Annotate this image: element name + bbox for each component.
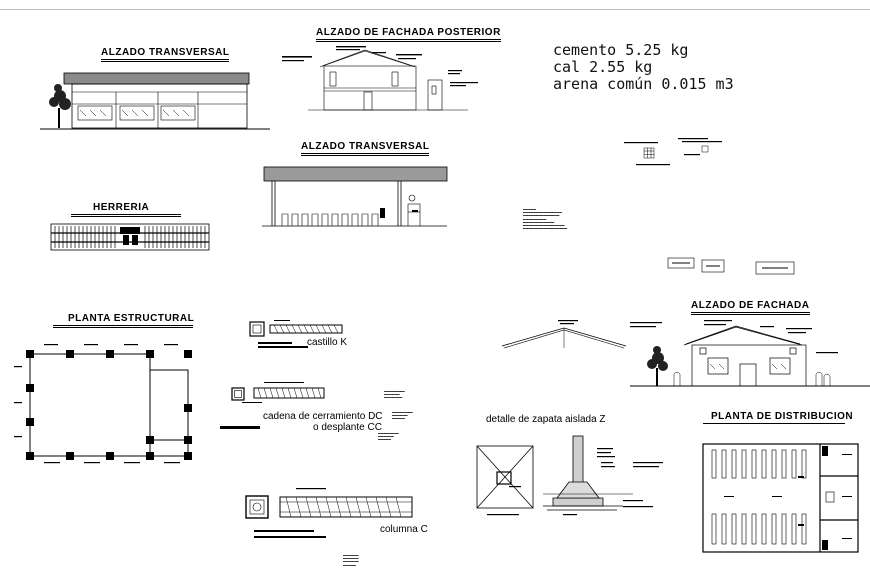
note-columna: ▬▬▬▬▬▬▬▬▬▬▬▬▬▬▬▬▬▬▬▬▬▬▬ [343,554,359,567]
drawing-planta-estructural [14,344,192,464]
label-castillo: castillo K [307,337,348,348]
underline [316,41,501,42]
drawing-small-boxes [667,257,795,275]
drawing-columna [245,488,413,538]
underline [316,39,501,40]
drawing-zapata [476,435,663,516]
drawing-tabique-detail [624,138,722,166]
label-columna: columna C [380,524,428,535]
materials-list: cemento 5.25 kg cal 2.55 kg arena común … [553,42,734,93]
title-text: ALZADO TRANSVERSAL [301,141,430,152]
note-center: ▬▬▬▬▬▬▬▬▬▬▬▬▬▬▬▬▬▬▬▬▬▬▬▬▬▬▬▬▬▬▬▬▬▬▬▬▬▬▬▬… [523,208,568,231]
note-cadena-2: ▬▬▬▬▬▬▬▬▬▬▬▬▬▬▬▬▬▬▬ [392,411,413,421]
underline [691,314,810,315]
label-cadena-1: cadena de cerramiento DC [263,411,383,422]
material-arena: arena común 0.015 m3 [553,75,734,93]
title-text: ALZADO TRANSVERSAL [101,47,230,58]
title-alzado-fachada-posterior: ALZADO DE FACHADA POSTERIOR [316,27,501,42]
drawing-castillo [249,320,343,348]
underline [301,155,430,156]
title-text: PLANTA DE DISTRIBUCION [711,411,854,422]
underline [101,61,230,62]
drawing-planta-distribucion [702,443,859,553]
underline [71,216,181,217]
note-cadena-3: ▬▬▬▬▬▬▬▬▬▬▬▬▬▬▬▬▬▬▬ [378,432,399,442]
underline [101,59,230,60]
underline [703,423,845,424]
note-cadena-1: ▬▬▬▬▬▬▬▬▬▬▬▬▬▬▬▬▬▬▬▬▬ [384,390,405,400]
drawing-alzado-fachada [630,320,870,387]
title-alzado-transversal-1: ALZADO TRANSVERSAL [101,47,230,62]
underline [301,153,430,154]
title-planta-estructural: PLANTA ESTRUCTURAL [53,313,195,328]
underline [691,312,810,313]
label-zapata: detalle de zapata aislada Z [486,414,606,425]
title-alzado-fachada: ALZADO DE FACHADA [691,300,810,315]
drawing-herreria [50,223,210,251]
top-border [0,0,870,10]
material-cemento: cemento 5.25 kg [553,41,689,59]
underline [53,327,193,328]
title-text: ALZADO DE FACHADA POSTERIOR [316,27,501,38]
drawing-alzado-fachada-posterior [282,46,478,111]
title-text: PLANTA ESTRUCTURAL [68,313,195,324]
title-text: ALZADO DE FACHADA [691,300,810,311]
underline [53,325,193,326]
label-cadena-2: o desplante CC [313,422,382,433]
drawing-roof-detail [501,320,627,349]
title-alzado-transversal-2: ALZADO TRANSVERSAL [301,141,430,156]
title-planta-distribucion: PLANTA DE DISTRIBUCION [703,411,854,424]
underline [71,214,181,215]
drawing-alzado-transversal-2 [262,166,448,227]
drawing-alzado-transversal-1 [40,72,270,130]
title-text: HERRERIA [93,202,150,213]
material-cal: cal 2.55 kg [553,58,653,76]
title-herreria: HERRERIA [71,202,181,217]
drawing-cadena [220,382,325,429]
